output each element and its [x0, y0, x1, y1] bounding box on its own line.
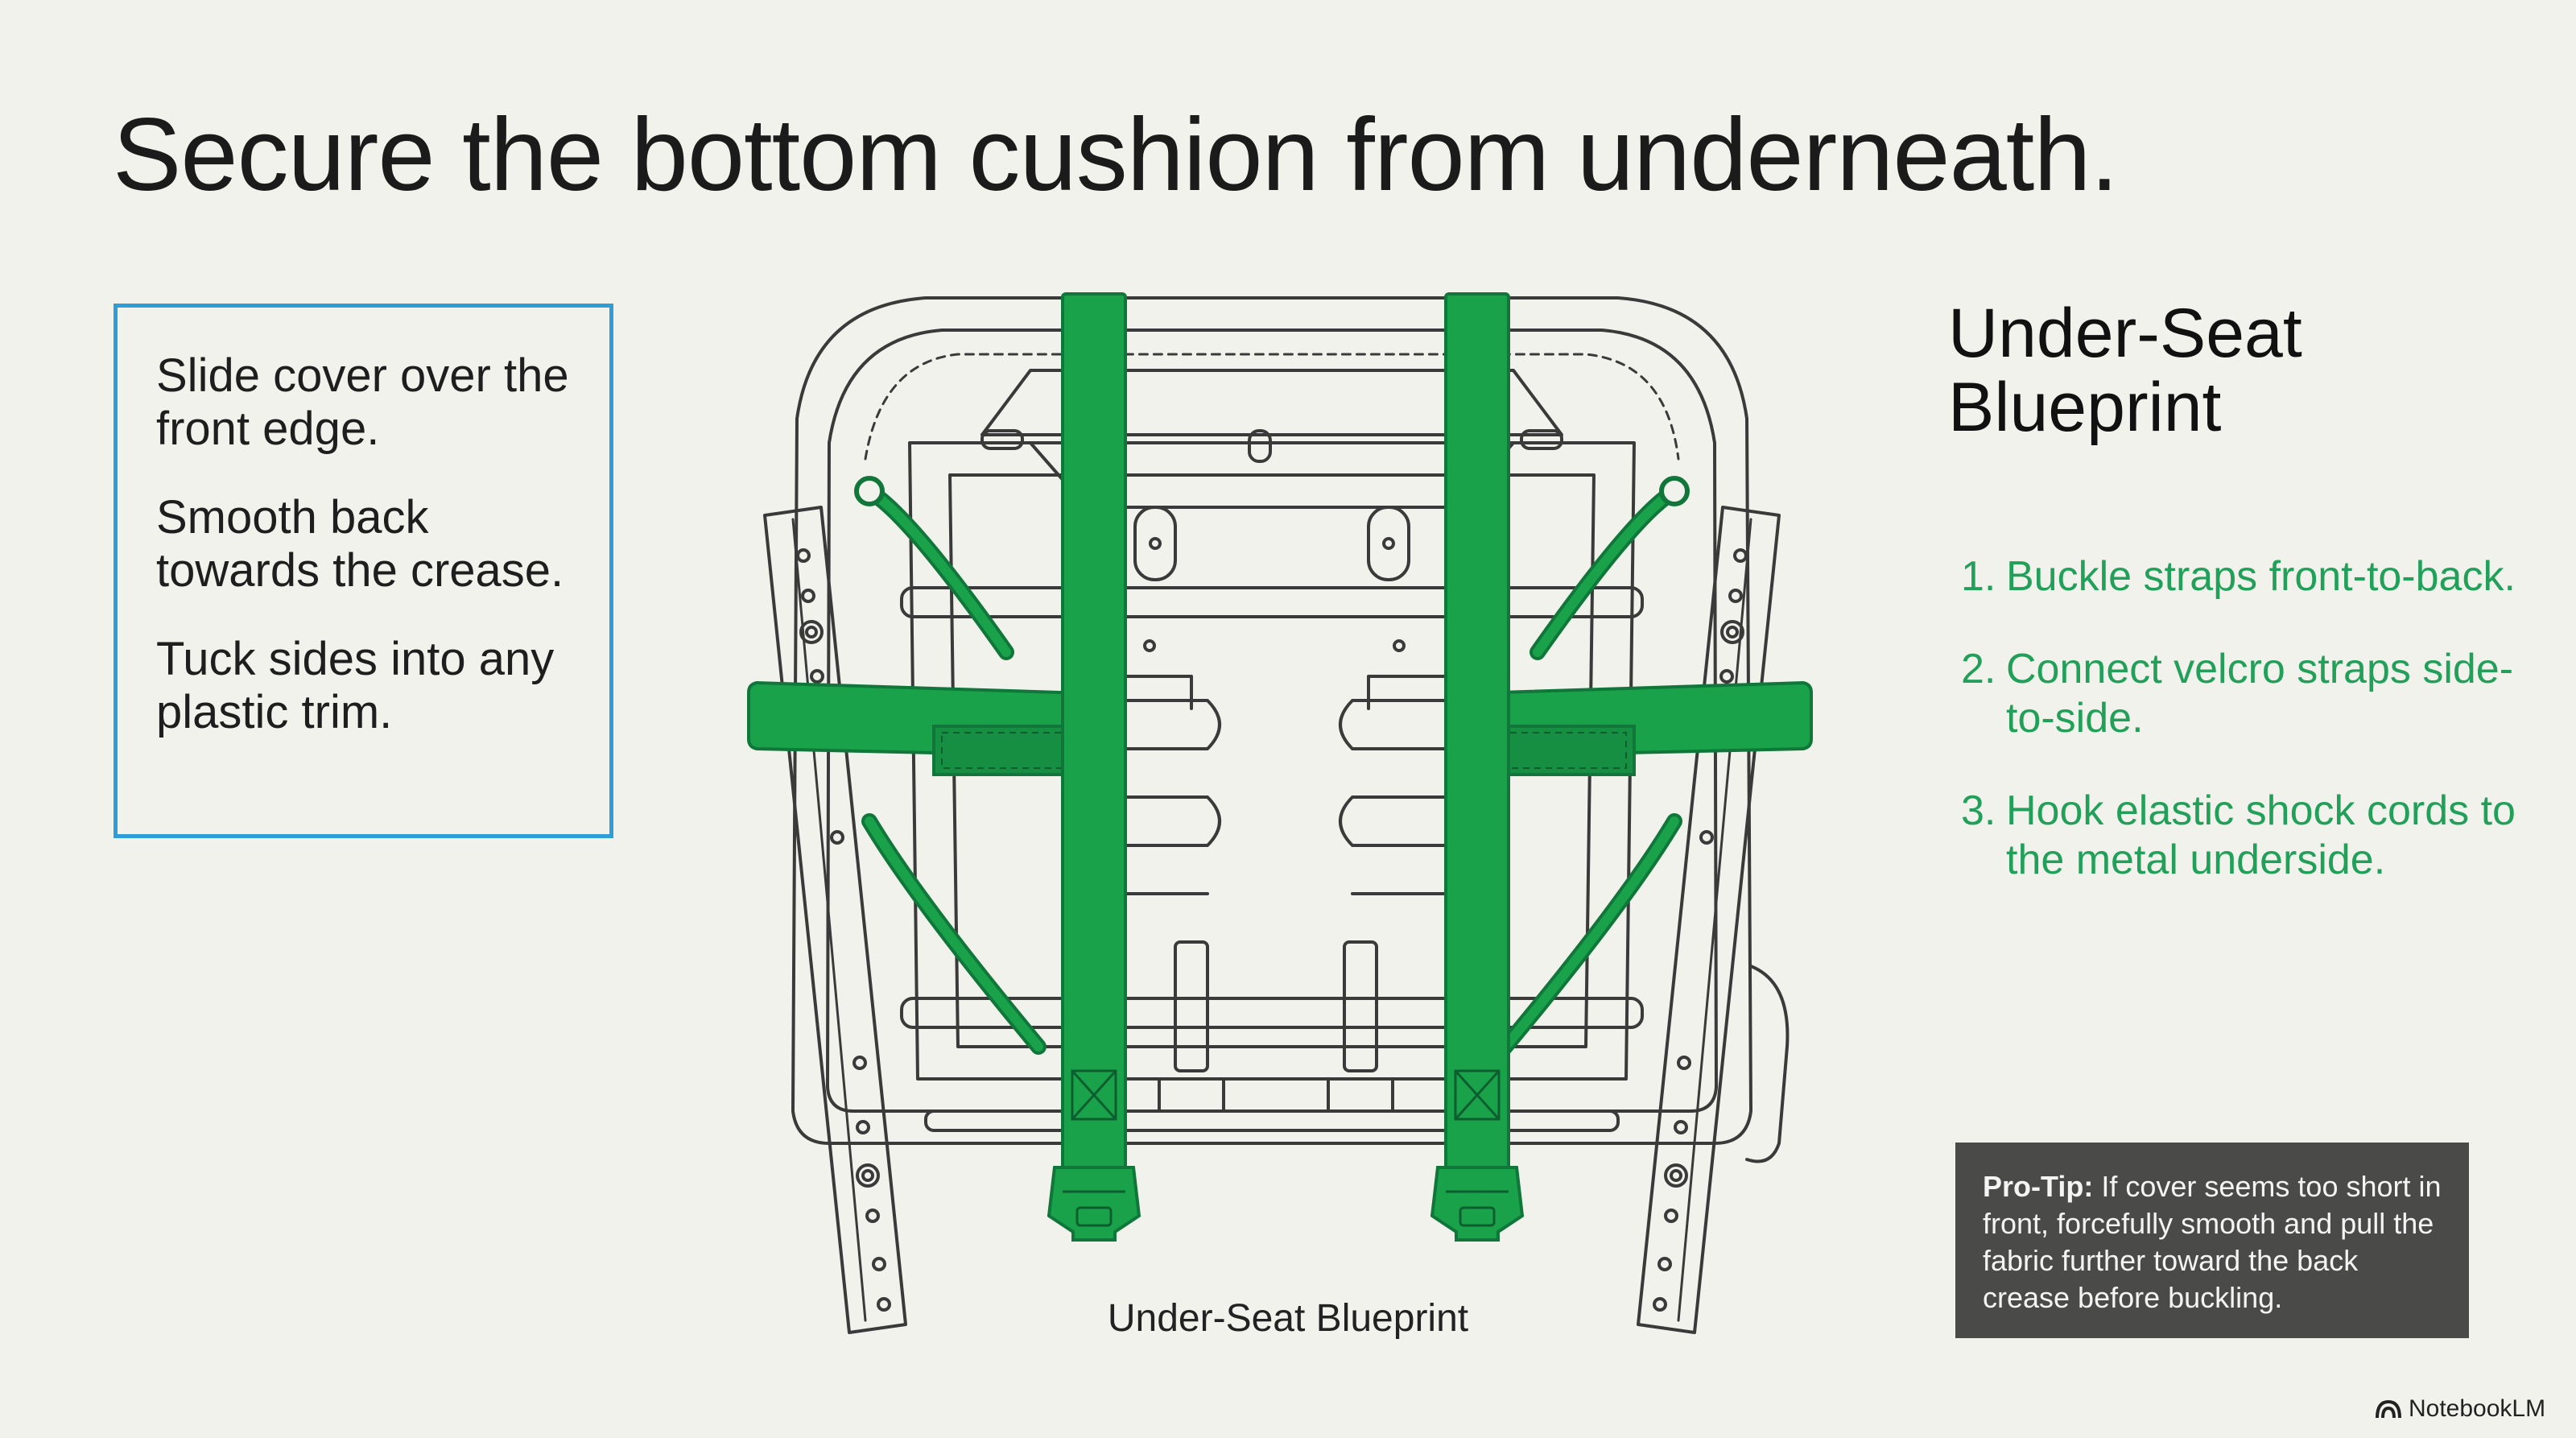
seat-rail-right [1637, 506, 1781, 1334]
strap-buckle [1046, 1166, 1141, 1242]
pro-tip-box: Pro-Tip: If cover seems too short in fro… [1955, 1143, 2469, 1338]
seat-rail-left [763, 506, 907, 1334]
instruction-step: Smooth back towards the crease. [156, 491, 564, 597]
blueprint-step: 3. Hook elastic shock cords to the metal… [1961, 787, 2524, 885]
brand-name: NotebookLM [2409, 1395, 2546, 1422]
front-back-strap-right [1444, 292, 1510, 1173]
brand-footer: NotebookLM [2375, 1391, 2545, 1427]
strap-buckle [1430, 1166, 1525, 1242]
blueprint-step: 1. Buckle straps front-to-back. [1961, 552, 2524, 601]
under-seat-diagram [747, 292, 1813, 1334]
front-back-strap-left [1061, 292, 1127, 1173]
cross-bar [900, 586, 1644, 618]
notebooklm-logo-icon [2376, 1399, 2401, 1419]
step-text: Connect velcro straps side-to-side. [2006, 646, 2514, 742]
blueprint-title: Under-Seat Blueprint [1948, 296, 2302, 444]
step-text: Hook elastic shock cords to the metal un… [2006, 787, 2516, 883]
pro-tip-text: If cover seems too short in front, force… [1983, 1170, 2442, 1314]
diagram-caption: Under-Seat Blueprint [1107, 1297, 1469, 1340]
blueprint-steps: 1. Buckle straps front-to-back. 2. Conne… [1961, 552, 2524, 928]
pro-tip-label: Pro-Tip: [1983, 1170, 2094, 1203]
step-text: Buckle straps front-to-back. [2006, 553, 2516, 600]
instruction-step: Tuck sides into any plastic trim. [156, 633, 555, 738]
blueprint-step: 2. Connect velcro straps side-to-side. [1961, 645, 2524, 743]
cushion-outline [791, 296, 1752, 1145]
page-title: Secure the bottom cushion from underneat… [113, 97, 2119, 213]
step-number: 1. [1961, 553, 1996, 600]
step-number: 3. [1961, 787, 1996, 834]
seat-frame [908, 441, 1636, 1081]
step-number: 2. [1961, 646, 1996, 692]
blueprint-title-line: Under-Seat [1948, 295, 2302, 372]
blueprint-title-line: Blueprint [1948, 369, 2222, 446]
cushion-inner-outline [826, 329, 1718, 1113]
cross-bar [900, 997, 1644, 1029]
instructions-box: Slide cover over the front edge. Smooth … [114, 304, 613, 838]
instruction-step: Slide cover over the front edge. [156, 349, 569, 455]
